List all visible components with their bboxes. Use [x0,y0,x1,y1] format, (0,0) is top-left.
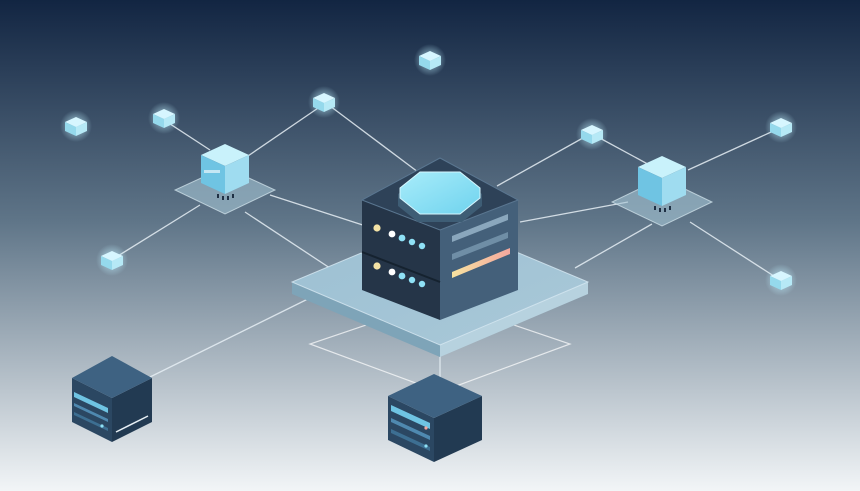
link-relay-right-node-far [687,127,781,171]
link-relay-right-node-low [689,221,781,281]
link-hub-node-right [496,133,591,187]
data-node-icon [765,264,797,296]
link-relay-left-node-top [244,103,325,159]
data-node-icon [576,118,608,150]
data-node-icon [148,102,180,134]
link-relay-left-node-low [112,204,201,260]
server-hub-icon [398,171,482,222]
data-node-icon [308,86,340,118]
floating-nodes [60,44,797,296]
link-relay-left-hub [269,194,373,229]
link-platform-rack-left [147,291,323,379]
relay-cube-icon [201,144,249,200]
server-rack-bottom [388,374,482,462]
relay-node-right [610,156,714,227]
status-lights [373,224,426,288]
link-relay-right-platform [574,223,653,269]
status-bars [452,214,510,278]
link-relay-right-hub [519,201,629,223]
data-node-icon [765,111,797,143]
link-node-top-hub [329,105,419,173]
server-rack-icon [72,356,152,442]
server-rack-left [72,356,152,442]
central-hub [360,157,520,320]
data-node-icon [414,44,446,76]
data-node-icon [96,244,128,276]
relay-node-left [173,144,277,215]
relay-cube-icon [638,156,686,212]
server-rack-icon [388,374,482,462]
data-node-icon [60,110,92,142]
